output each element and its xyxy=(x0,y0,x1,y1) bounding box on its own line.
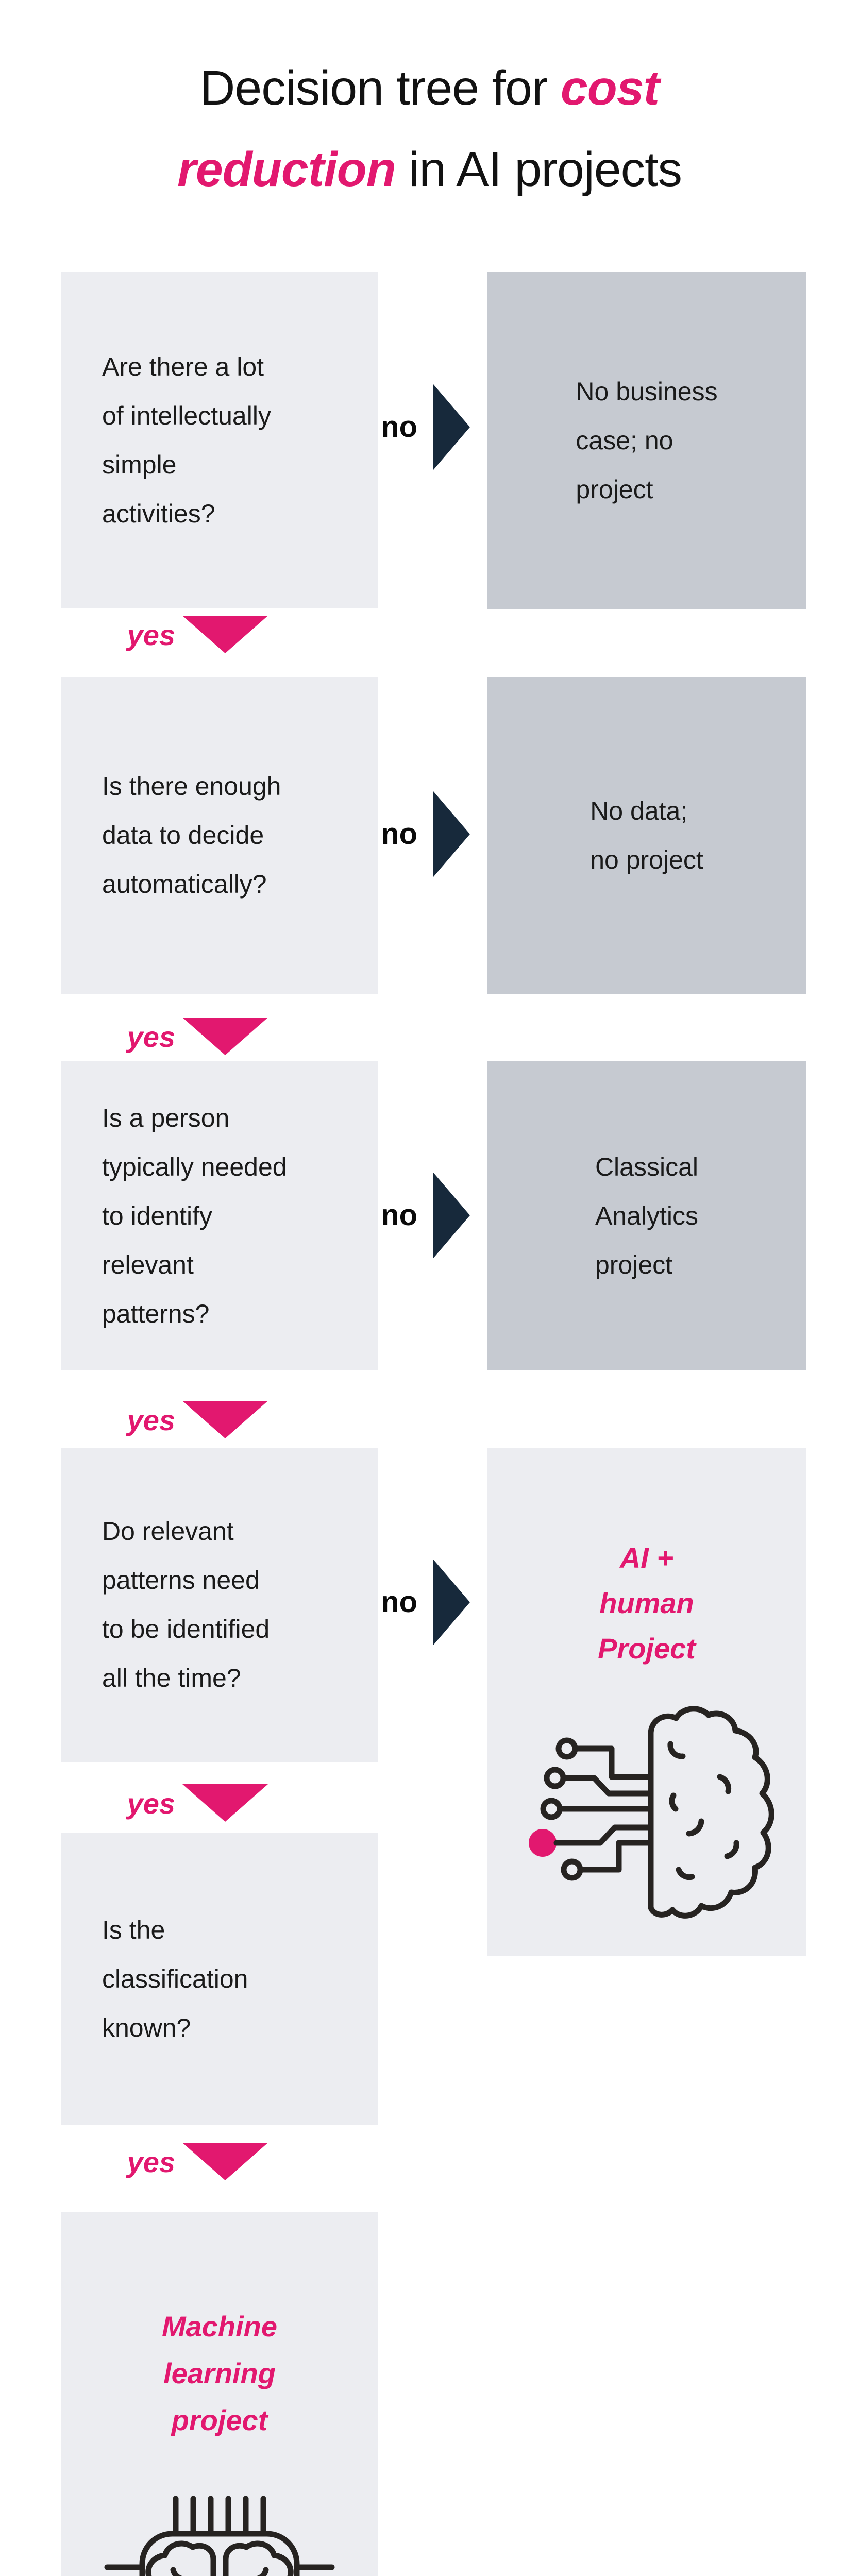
title-highlight-cost: cost xyxy=(560,61,660,115)
question-4-text: Do relevant patterns need to be identifi… xyxy=(102,1517,270,1692)
no-label-1: no xyxy=(381,410,417,444)
yes-label-4: yes xyxy=(127,1787,175,1820)
outcome-box-1: No business case; no project xyxy=(487,272,806,609)
title-text: Decision tree for xyxy=(199,61,561,115)
question-box-5: Is the classification known? xyxy=(61,1833,378,2125)
yes-label-1: yes xyxy=(127,619,175,651)
outcome-3-text: Classical Analytics project xyxy=(595,1152,699,1279)
brain-chip-icon xyxy=(96,2487,343,2576)
yes-arrow-icon-3 xyxy=(182,1401,268,1438)
machine-learning-project-label: Machine learning project xyxy=(161,2310,278,2436)
question-box-2: Is there enough data to decide automatic… xyxy=(61,677,378,994)
no-label-3: no xyxy=(381,1198,417,1232)
outcome-1-text: No business case; no project xyxy=(576,377,718,504)
yes-arrow-icon-2 xyxy=(182,1018,268,1055)
question-1-text: Are there a lot of intellectually simple… xyxy=(102,352,271,528)
yes-arrow-icon-4 xyxy=(182,1784,268,1822)
title-highlight-reduction: reduction xyxy=(177,142,396,197)
question-box-4: Do relevant patterns need to be identifi… xyxy=(61,1448,378,1762)
outcome-box-ai-human: AI + human Project xyxy=(487,1448,806,1956)
outcome-box-3: Classical Analytics project xyxy=(487,1061,806,1370)
yes-label-3: yes xyxy=(127,1404,175,1436)
no-label-2: no xyxy=(381,817,417,851)
title-text-tail: in AI projects xyxy=(395,142,682,197)
outcome-box-machine-learning: Machine learning project xyxy=(61,2212,378,2576)
yes-arrow-icon-1 xyxy=(182,616,268,653)
question-5-text: Is the classification known? xyxy=(102,1915,248,2042)
outcome-2-text: No data; no project xyxy=(590,796,703,874)
question-2-text: Is there enough data to decide automatic… xyxy=(102,772,281,899)
no-arrow-icon-1 xyxy=(433,384,470,470)
no-arrow-icon-4 xyxy=(433,1560,470,1645)
question-box-3: Is a person typically needed to identify… xyxy=(61,1061,378,1370)
brain-circuit-icon xyxy=(518,1700,776,1934)
page-title: Decision tree for cost reduction in AI pr… xyxy=(0,47,859,210)
yes-arrow-icon-5 xyxy=(182,2143,268,2180)
question-3-text: Is a person typically needed to identify… xyxy=(102,1103,287,1328)
no-arrow-icon-2 xyxy=(433,791,470,877)
ai-human-project-label: AI + human Project xyxy=(598,1541,696,1665)
no-arrow-icon-3 xyxy=(433,1173,470,1258)
yes-label-5: yes xyxy=(127,2146,175,2178)
question-box-1: Are there a lot of intellectually simple… xyxy=(61,272,378,608)
outcome-box-2: No data; no project xyxy=(487,677,806,994)
yes-label-2: yes xyxy=(127,1021,175,1053)
no-label-4: no xyxy=(381,1585,417,1619)
